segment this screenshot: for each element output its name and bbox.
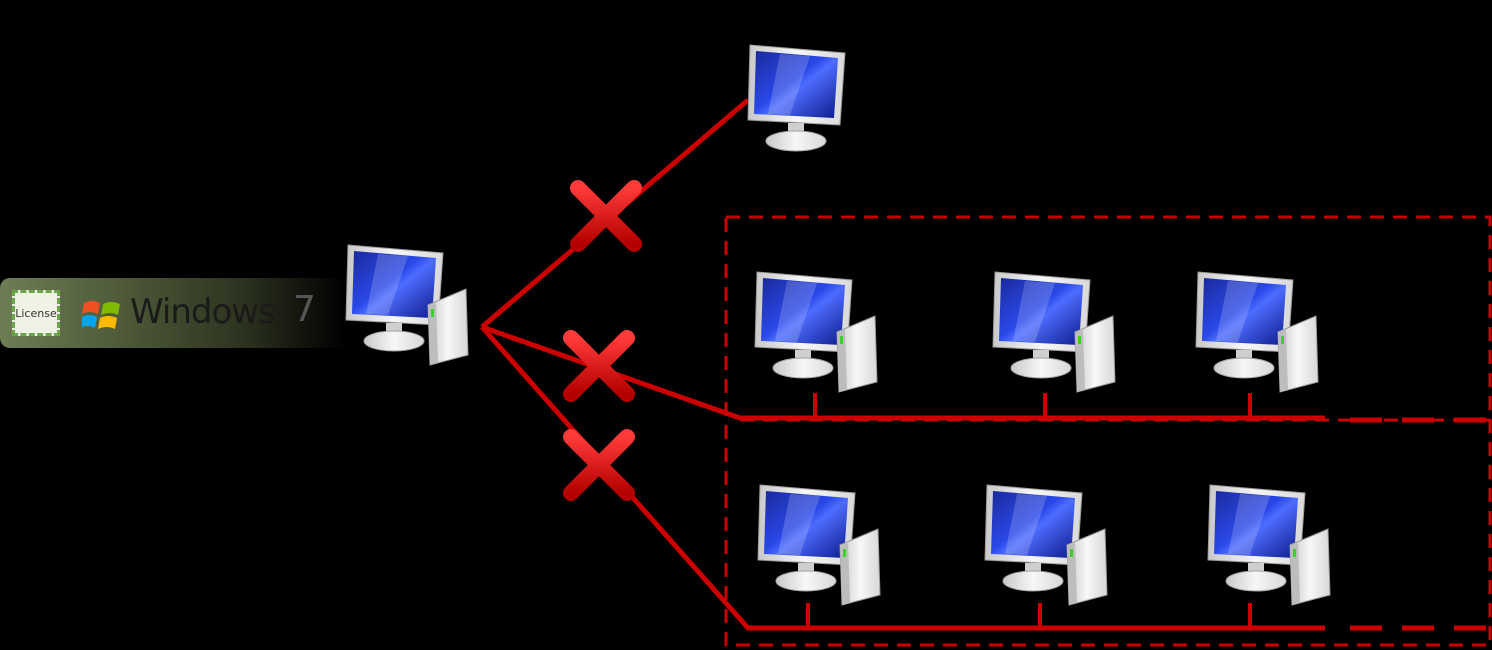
computer-icon [985, 485, 1107, 605]
computer-icon [1208, 485, 1330, 605]
computer-icon [755, 272, 877, 392]
link-to-group-1 [481, 324, 1325, 421]
license-stamp: License [12, 290, 60, 336]
product-name: Windows [130, 292, 276, 332]
bus-drop-lines [806, 393, 1252, 628]
computer-icon [993, 272, 1115, 392]
host-computer-icon [346, 245, 468, 365]
red-x-icon [578, 188, 634, 244]
computer-icon [1196, 272, 1318, 392]
license-stamp-label: License [15, 306, 57, 320]
bus-dashed-extensions [1350, 417, 1490, 631]
red-x-icon [571, 338, 627, 394]
red-x-icon [571, 437, 627, 493]
computer-icon [758, 485, 880, 605]
link-to-group-2 [480, 325, 1325, 631]
product-version: 7 [293, 289, 316, 330]
monitor-icon [747, 44, 846, 152]
windows-logo-icon [82, 301, 120, 329]
